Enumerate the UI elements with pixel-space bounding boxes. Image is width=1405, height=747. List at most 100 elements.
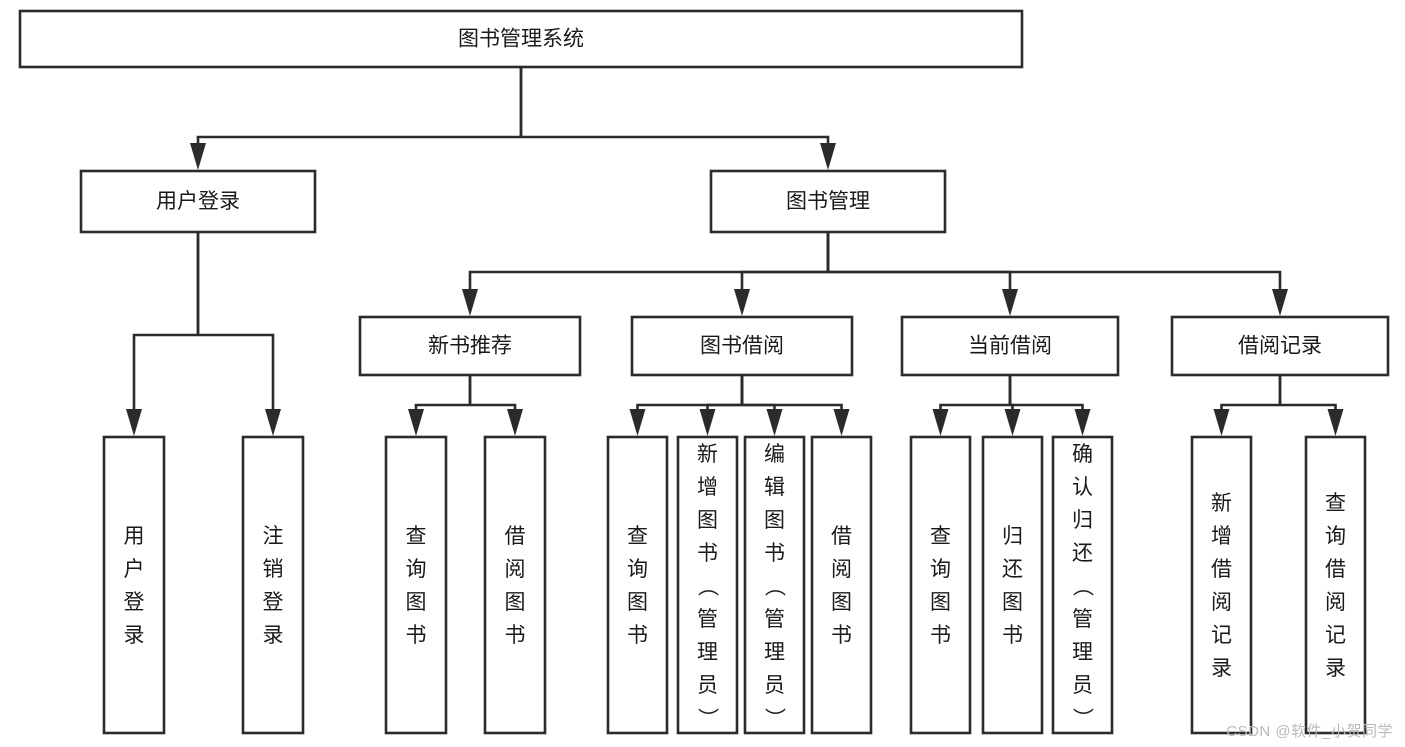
svg-text:图: 图 — [1002, 591, 1023, 614]
svg-text:借: 借 — [1325, 558, 1346, 581]
node-label-root: 图书管理系统 — [458, 28, 584, 51]
node-box-leaf-edit-book-admin[interactable] — [743, 435, 806, 735]
arrow-head-icon — [629, 409, 646, 436]
svg-text:员: 员 — [764, 674, 785, 697]
arrow-head-icon — [1074, 409, 1091, 436]
svg-text:认: 认 — [1072, 476, 1093, 499]
node-box-leaf-return-book[interactable] — [981, 435, 1044, 735]
svg-text:查: 查 — [1325, 492, 1346, 515]
arrow-head-icon — [408, 409, 424, 436]
node-box-book-manage[interactable] — [709, 169, 947, 234]
node-user-login[interactable]: 用户登录 — [79, 169, 317, 234]
node-box-user-login[interactable] — [79, 169, 317, 234]
node-box-leaf-query-borrow-record[interactable] — [1304, 435, 1367, 735]
svg-text:书: 书 — [697, 542, 718, 565]
svg-text:）: ） — [1071, 708, 1094, 729]
svg-text:图: 图 — [505, 591, 526, 614]
node-box-leaf-user-login[interactable] — [102, 435, 166, 735]
svg-text:图: 图 — [764, 509, 785, 532]
svg-text:阅: 阅 — [505, 558, 526, 581]
svg-text:书: 书 — [406, 624, 427, 647]
edge-new-book-recommend-to-leaf-query-book-recommend — [408, 375, 472, 436]
svg-text:阅: 阅 — [1325, 591, 1346, 614]
node-box-leaf-add-book-admin[interactable] — [676, 435, 739, 735]
svg-text:登: 登 — [124, 591, 145, 614]
svg-text:理: 理 — [697, 641, 718, 664]
node-box-leaf-logout[interactable] — [241, 435, 305, 735]
svg-text:登: 登 — [263, 591, 284, 614]
edge-current-borrow-to-leaf-confirm-return-admin — [1008, 375, 1091, 436]
arrow-head-icon — [820, 143, 836, 170]
node-box-leaf-add-borrow-record[interactable] — [1190, 435, 1253, 735]
arrow-head-icon — [462, 289, 478, 316]
svg-text:图: 图 — [697, 509, 718, 532]
svg-text:图: 图 — [627, 591, 648, 614]
svg-text:书: 书 — [764, 542, 785, 565]
arrow-head-icon — [734, 289, 750, 316]
node-box-root[interactable] — [18, 9, 1024, 69]
edge-root-to-book-manage — [519, 67, 836, 170]
edge-borrow-record-to-leaf-add-borrow-record — [1213, 375, 1282, 436]
arrow-head-icon — [1213, 409, 1230, 436]
node-new-book-recommend[interactable]: 新书推荐 — [358, 315, 582, 377]
node-box-leaf-borrow-book-recommend[interactable] — [483, 435, 547, 735]
edge-book-manage-to-current-borrow — [826, 232, 1018, 316]
node-box-current-borrow[interactable] — [900, 315, 1120, 377]
arrow-head-icon — [1272, 289, 1288, 316]
node-label-leaf-user-login: 用户登录 — [124, 525, 145, 647]
svg-text:图: 图 — [406, 591, 427, 614]
svg-text:借: 借 — [1211, 558, 1232, 581]
node-box-leaf-confirm-return-admin[interactable] — [1051, 435, 1114, 735]
node-box-borrow-record[interactable] — [1170, 315, 1390, 377]
node-book-borrow[interactable]: 图书借阅 — [630, 315, 854, 377]
svg-text:增: 增 — [697, 476, 718, 499]
node-box-leaf-query-book-recommend[interactable] — [384, 435, 448, 735]
svg-text:编: 编 — [764, 443, 785, 466]
node-box-new-book-recommend[interactable] — [358, 315, 582, 377]
svg-text:确: 确 — [1072, 443, 1093, 466]
svg-text:销: 销 — [263, 558, 284, 581]
node-box-leaf-query-book-borrow[interactable] — [606, 435, 669, 735]
svg-text:询: 询 — [627, 558, 648, 581]
svg-text:阅: 阅 — [831, 558, 852, 581]
svg-text:管: 管 — [764, 608, 785, 631]
svg-text:记: 记 — [1211, 624, 1232, 647]
svg-text:归: 归 — [1072, 509, 1093, 532]
node-borrow-record[interactable]: 借阅记录 — [1170, 315, 1390, 377]
svg-text:记: 记 — [1325, 624, 1346, 647]
node-root[interactable]: 图书管理系统 — [18, 9, 1024, 69]
node-box-book-borrow[interactable] — [630, 315, 854, 377]
svg-text:员: 员 — [1072, 674, 1093, 697]
edge-user-login-to-leaf-user-login — [126, 232, 200, 436]
svg-text:增: 增 — [1211, 525, 1232, 548]
svg-text:图: 图 — [831, 591, 852, 614]
svg-text:辑: 辑 — [764, 476, 785, 499]
node-box-leaf-borrow-book[interactable] — [810, 435, 873, 735]
svg-text:借: 借 — [831, 525, 852, 548]
svg-text:（: （ — [763, 576, 786, 597]
svg-text:查: 查 — [406, 525, 427, 548]
node-current-borrow[interactable]: 当前借阅 — [900, 315, 1120, 377]
node-book-manage[interactable]: 图书管理 — [709, 169, 947, 234]
node-leaf-user-login[interactable]: 用户登录 — [102, 435, 166, 735]
node-box-leaf-query-book-current[interactable] — [909, 435, 972, 735]
